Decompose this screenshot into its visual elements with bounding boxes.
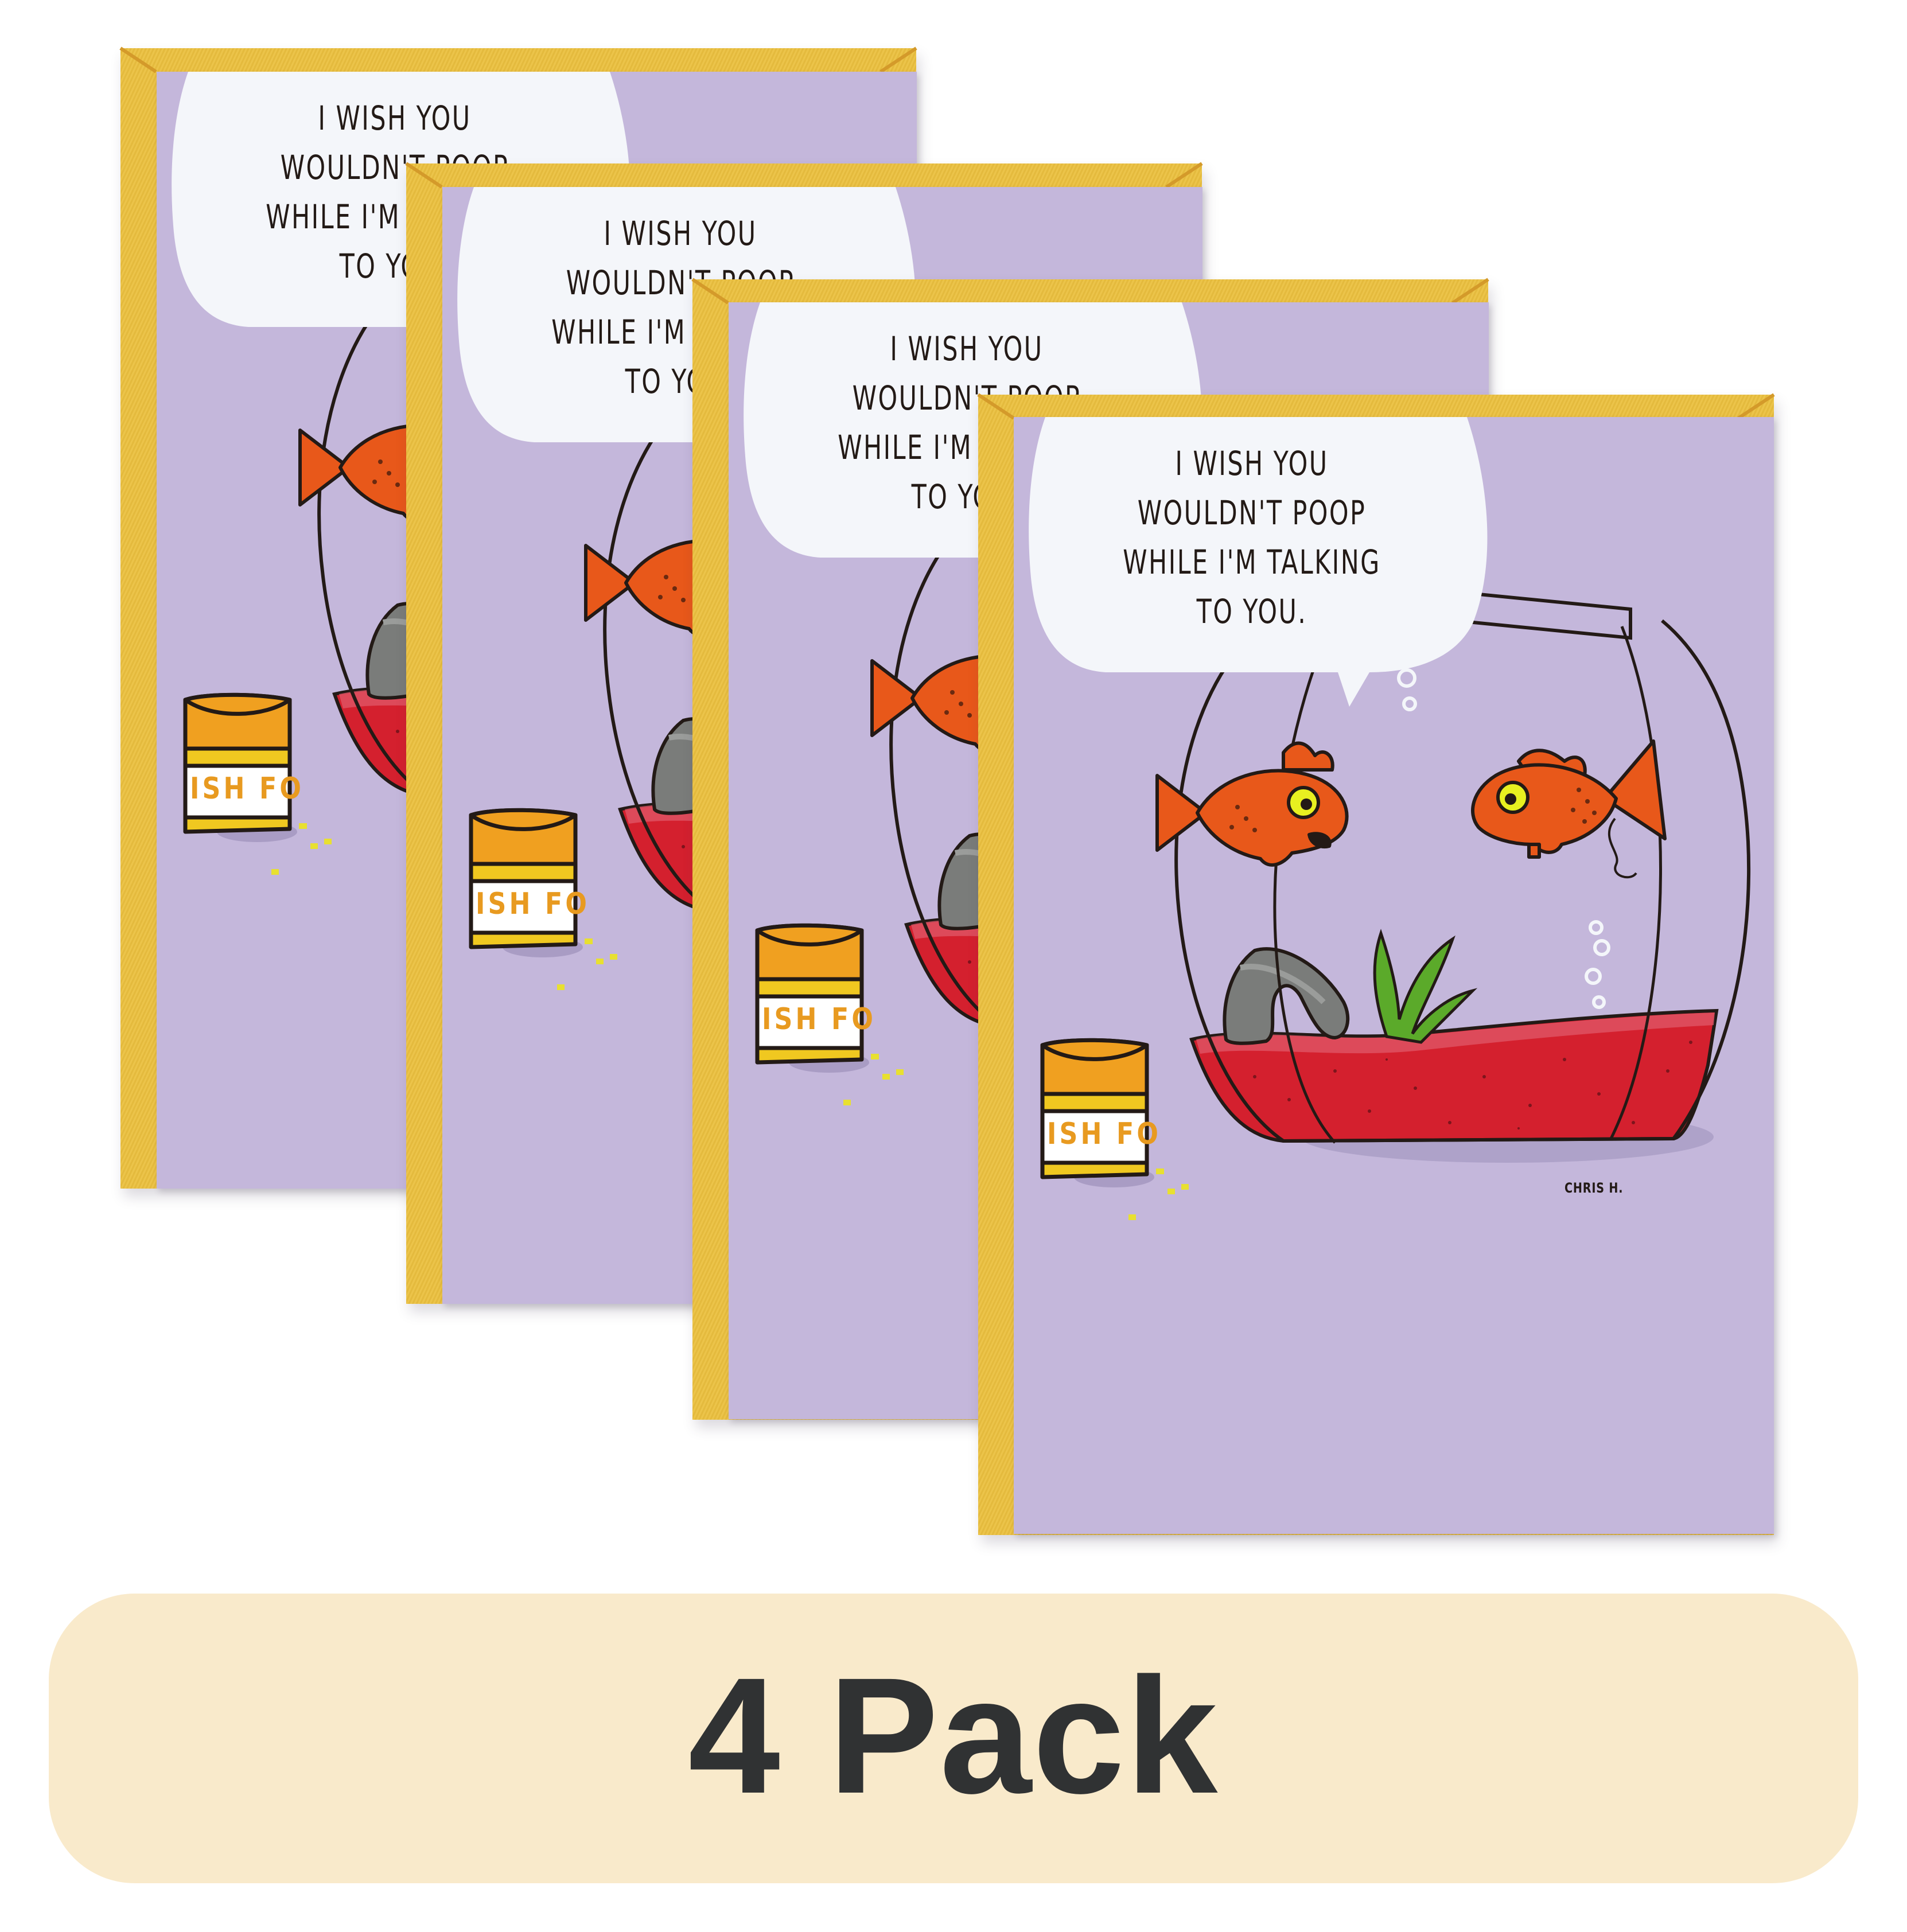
card-message-line: I WISH YOU [604,214,757,253]
can-label: ISH FO [762,1002,877,1037]
pack-count-banner: 4 Pack [49,1594,1858,1883]
greeting-card-4: I WISH YOU WOULDN'T POOP WHILE I'M TALKI… [1014,417,1774,1534]
card-message-line: I WISH YOU [1175,444,1329,483]
envelope-flap-fold-icon [405,162,1203,189]
envelope-flap-fold-icon [691,278,1489,305]
card-message-line: I WISH YOU [318,99,472,138]
card-message-line: WHILE I'M TALKING [1123,543,1381,582]
card-message-line: I WISH YOU [890,329,1044,368]
can-label: ISH FO [190,772,305,806]
can-label: ISH FO [476,887,590,921]
card-message: I WISH YOU WOULDN'T POOP WHILE I'M TALKI… [1071,417,1433,636]
envelope-flap-fold-icon [977,393,1775,420]
pack-count-label: 4 Pack [688,1643,1219,1828]
card-message-line: TO YOU. [1196,592,1307,631]
product-image-stack: I WISH YOU WOULDN'T POOP WHILE I'M TALKI… [119,46,1775,1535]
artist-signature: CHRIS H. [1564,1180,1624,1196]
envelope-flap-fold-icon [119,46,917,73]
can-label: ISH FO [1047,1117,1162,1151]
card-message-line: WOULDN'T POOP [1137,493,1367,532]
